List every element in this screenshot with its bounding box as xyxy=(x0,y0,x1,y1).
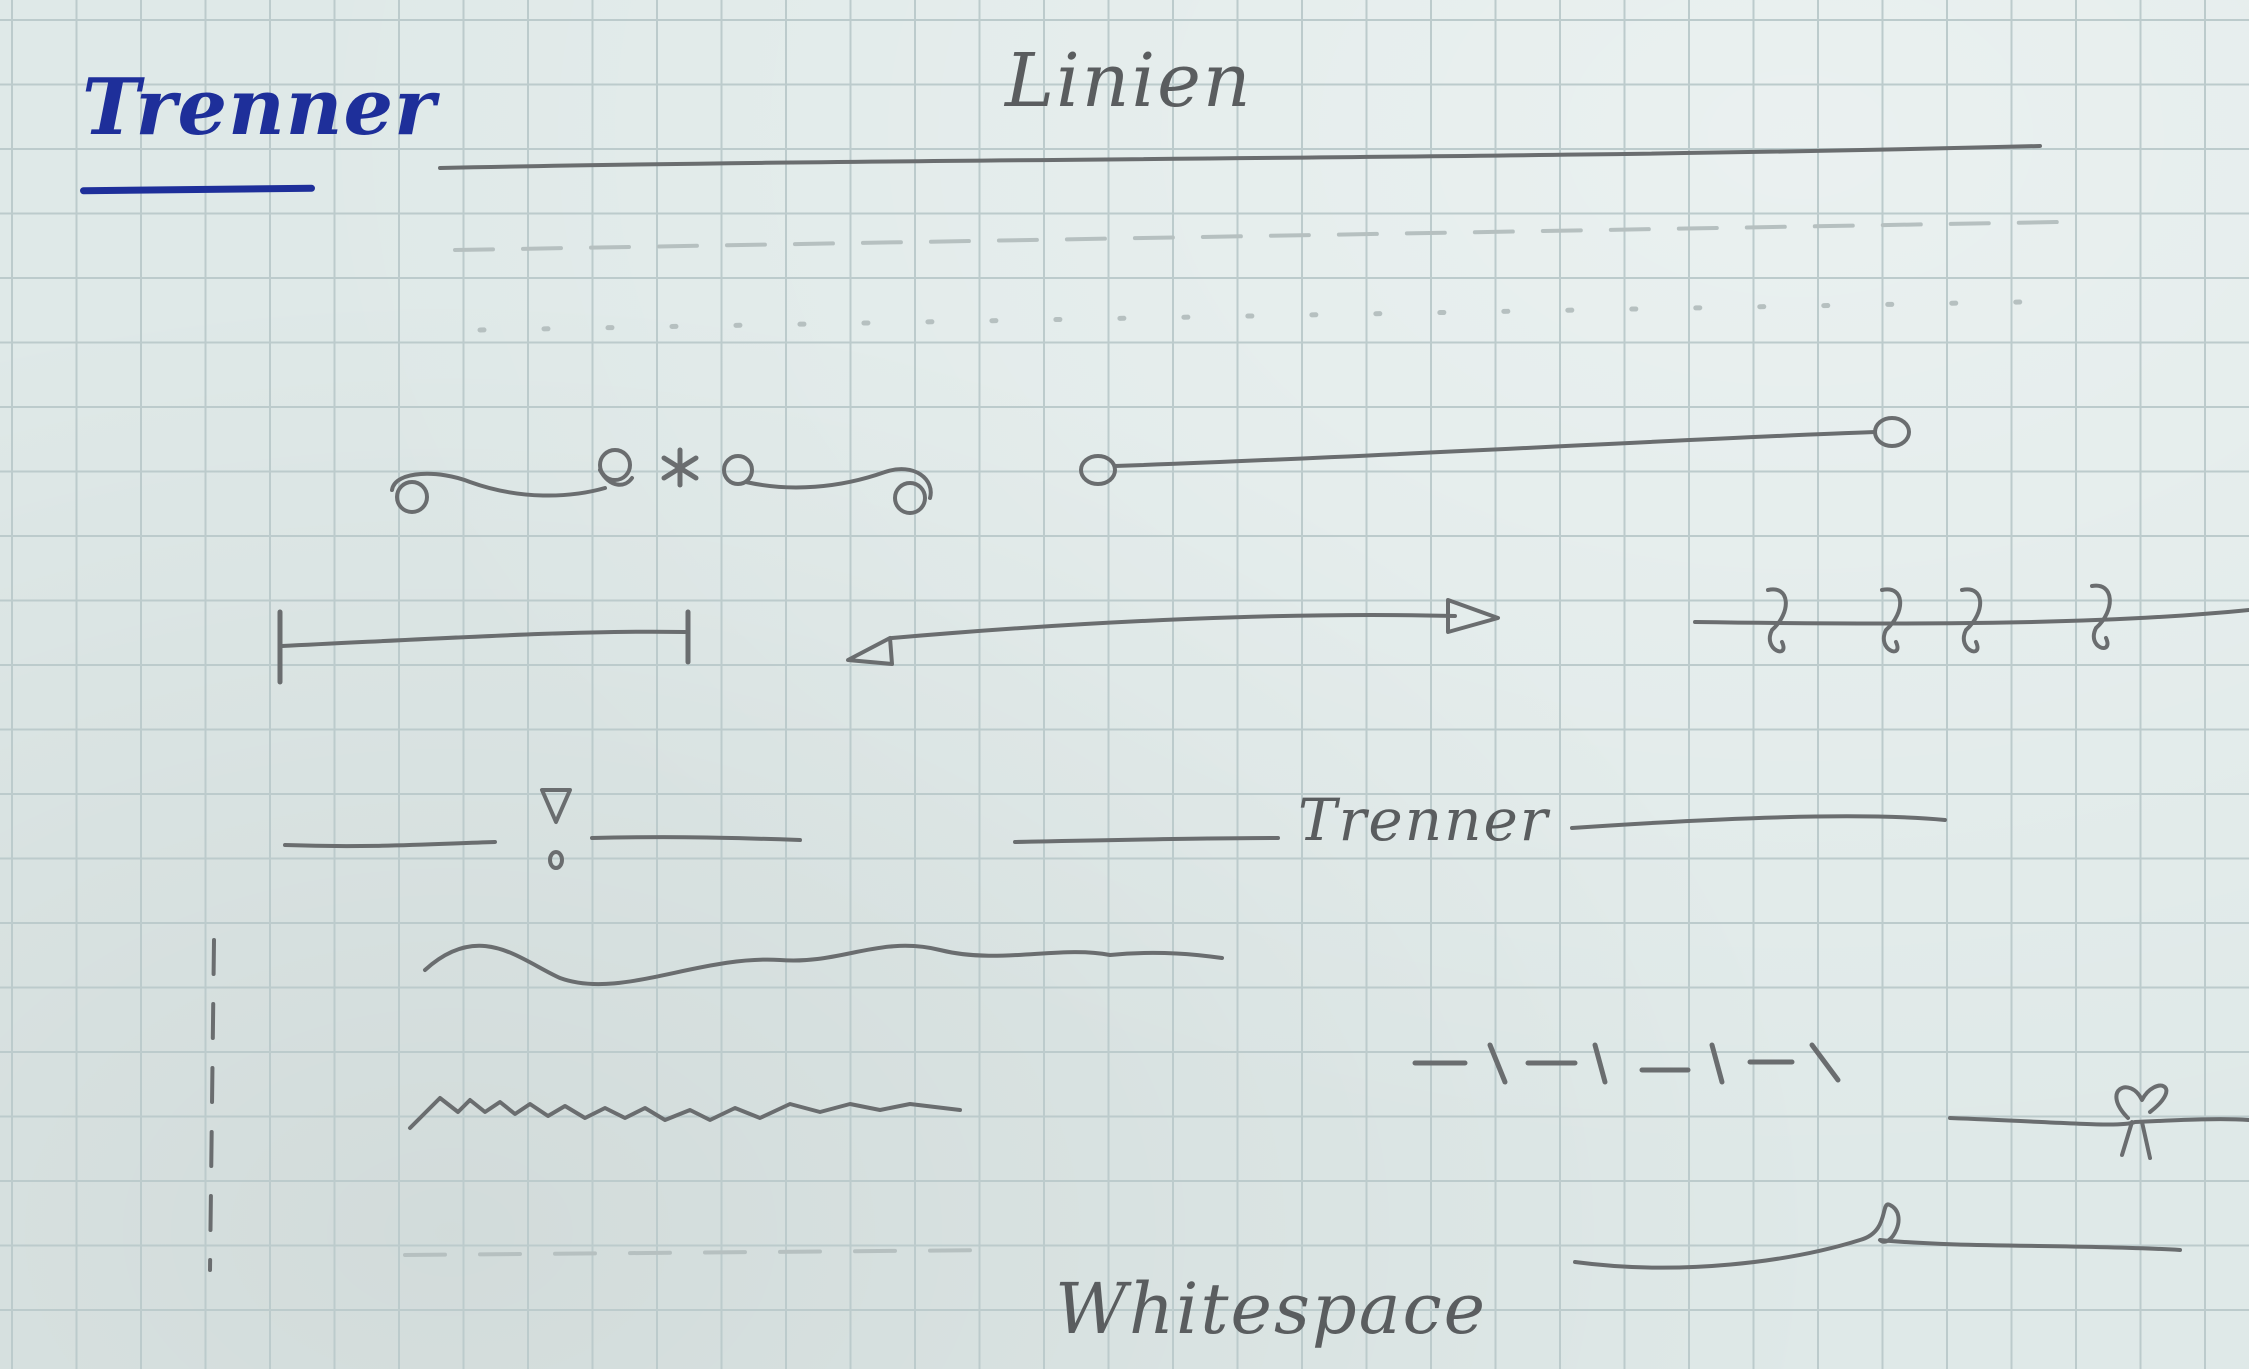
faint-dashed-bottom-line xyxy=(403,1248,1002,1257)
text-separator-right-line xyxy=(1570,814,1947,830)
exclamation-separator xyxy=(283,788,802,870)
text-separator-left-line xyxy=(1013,836,1280,844)
end-cap-line xyxy=(277,609,691,685)
bow-line xyxy=(1948,1083,2249,1160)
whitespace-heading: Whitespace xyxy=(1055,1268,1488,1350)
faint-dotted-line xyxy=(477,299,2023,333)
dash-stroke-line xyxy=(1412,1042,1841,1085)
loop-bump-line xyxy=(1573,1202,2182,1270)
double-arrow-line xyxy=(846,598,1500,666)
circle-ended-line xyxy=(1079,416,1911,486)
solid-line xyxy=(438,144,2042,170)
page-title: Trenner xyxy=(82,62,437,153)
wavy-line xyxy=(423,943,1224,987)
dashed-vertical-line xyxy=(208,938,216,1272)
asterisk-icon xyxy=(661,447,699,488)
lines-heading: Linien xyxy=(1005,38,1253,124)
faint-dashed-line xyxy=(453,220,2062,252)
ornamental-scroll-separator xyxy=(390,447,933,515)
inline-separator-text: Trenner xyxy=(1298,786,1550,854)
squiggle-line xyxy=(408,1096,962,1130)
loop-line xyxy=(1693,583,2249,654)
